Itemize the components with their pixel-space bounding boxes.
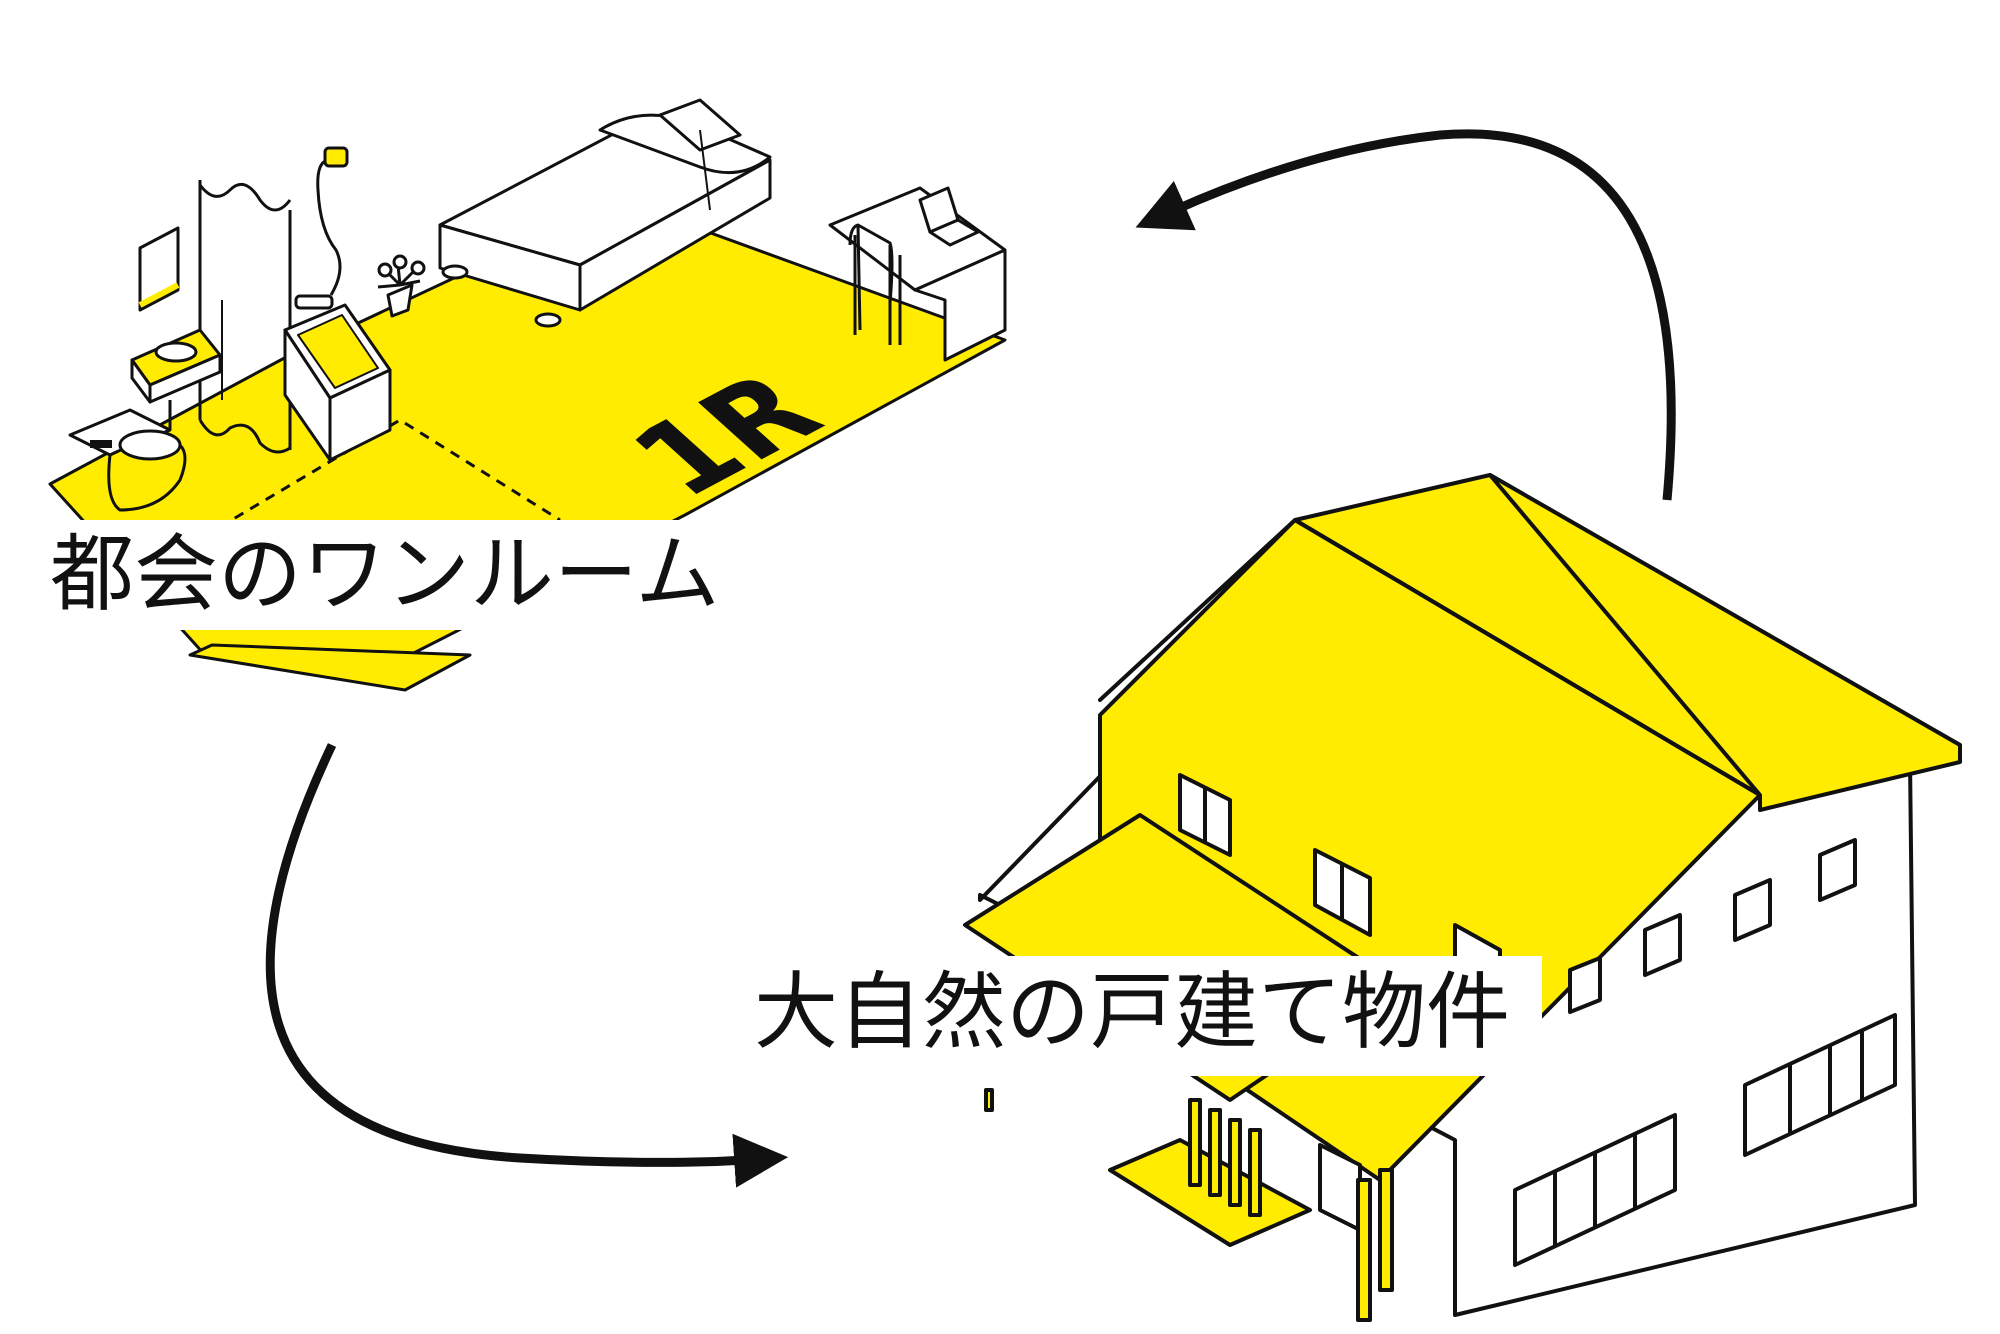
house-windows-side — [1513, 838, 1897, 1267]
plant-icon — [377, 254, 426, 318]
mirror-icon — [138, 226, 180, 312]
laptop-icon — [918, 186, 980, 247]
house-label-text: 大自然の戸建て物件 — [754, 963, 1511, 1061]
house-roof-ridge — [1293, 518, 1762, 797]
curved-arrow-icon — [265, 743, 789, 1188]
bathtub-icon — [283, 303, 392, 462]
chair-icon — [848, 223, 894, 345]
shower-icon — [294, 146, 349, 310]
desk-icon — [828, 186, 1007, 362]
room-label-text: 都会のワンルーム — [50, 525, 720, 623]
room-floor-tip — [188, 643, 472, 692]
house-illustration — [963, 473, 1962, 1322]
toilet-icon — [68, 408, 187, 512]
sink-icon — [130, 328, 222, 430]
house-porch — [984, 1088, 1394, 1322]
bed-icon — [438, 98, 772, 328]
house-roof-right — [1488, 473, 1962, 812]
room-label: 都会のワンルーム — [40, 520, 800, 630]
curved-arrow-icon — [1135, 129, 1676, 501]
house-label: 大自然の戸建て物件 — [742, 956, 1542, 1076]
